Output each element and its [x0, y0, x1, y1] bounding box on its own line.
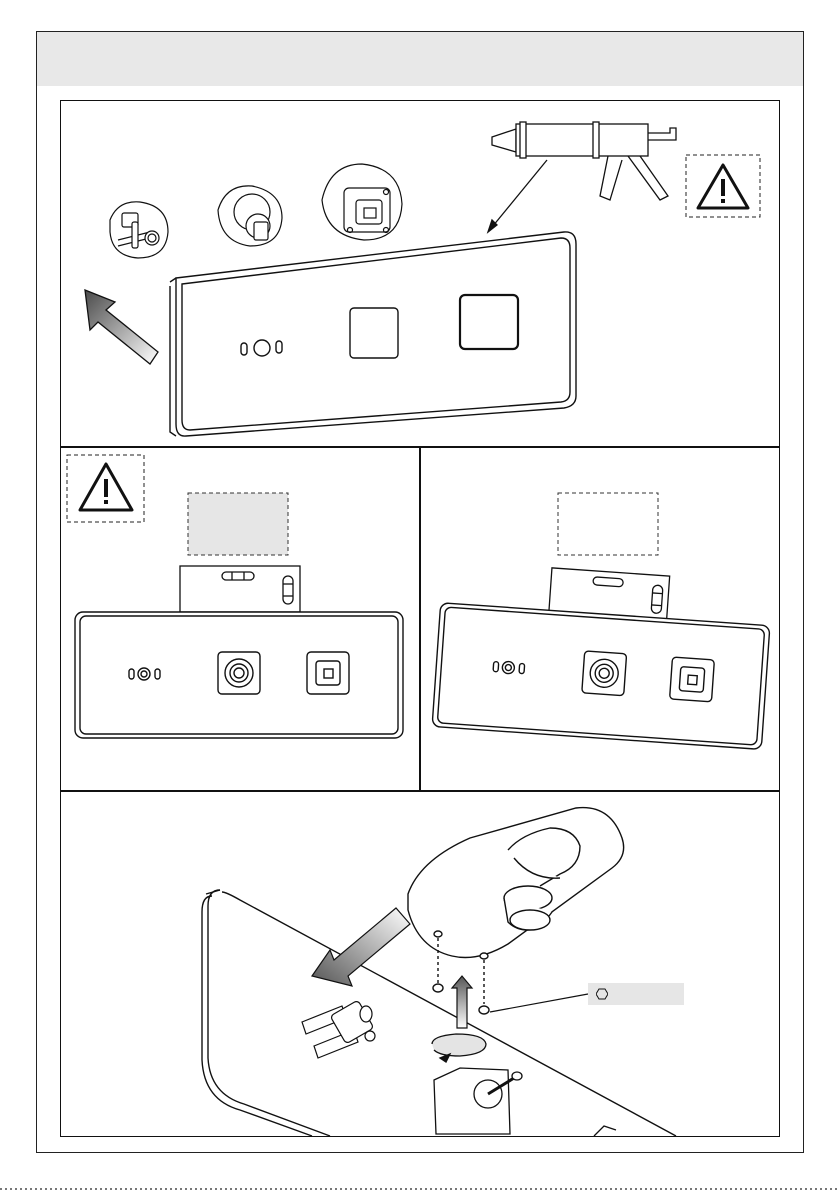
level-wrong-placeholder — [558, 493, 658, 555]
level-plate-straight — [75, 612, 403, 738]
valve-connector-2-icon — [218, 186, 282, 246]
level-plate-tilted — [432, 603, 770, 750]
rotate-arrow-icon — [432, 1034, 486, 1062]
valve-connector-1-icon — [110, 202, 168, 258]
tool-label-box — [588, 983, 684, 1005]
page-edge-ticks — [0, 1186, 840, 1192]
warning-triangle-icon — [67, 455, 144, 522]
hex-key-icon — [596, 988, 608, 1000]
caulking-gun-icon — [488, 122, 676, 232]
valve-cartridge-icon — [302, 1000, 375, 1058]
valve-body-icon — [434, 1068, 616, 1136]
cover-plate — [170, 232, 576, 436]
tool-leader-line — [490, 994, 588, 1012]
level-ok-placeholder — [188, 493, 288, 555]
direction-arrow-icon — [85, 290, 158, 364]
warning-triangle-icon — [686, 155, 760, 217]
spirit-level-icon — [180, 566, 300, 612]
valve-connector-3-icon — [322, 164, 402, 240]
push-up-arrow-icon — [452, 976, 472, 1028]
